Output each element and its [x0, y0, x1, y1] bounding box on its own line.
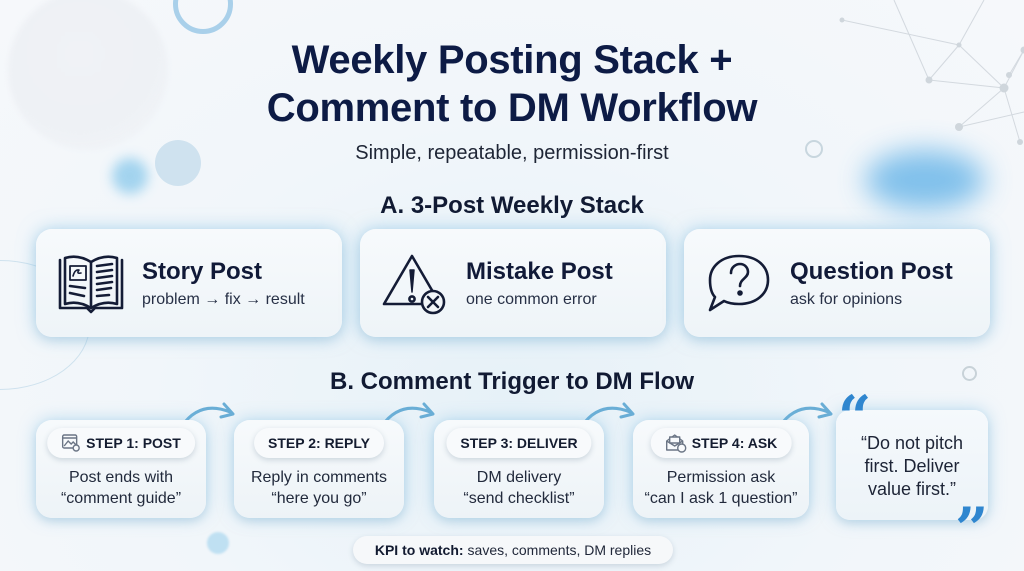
open-book-icon [58, 255, 124, 314]
step-line-2: “send checklist” [463, 490, 575, 507]
close-quote-icon: ” [955, 495, 989, 563]
decorative-ring [173, 0, 233, 34]
card-title: Question Post [790, 258, 953, 285]
step-3-card: STEP 3: DELIVER DM delivery “send checkl… [434, 420, 604, 518]
quote-line-2: first. Deliver [864, 456, 960, 476]
kpi-value: saves, comments, DM replies [467, 542, 652, 558]
step-label: STEP 2: REPLY [268, 435, 370, 451]
step-line-1: Post ends with [68, 469, 174, 486]
title-line-1: Weekly Posting Stack + [291, 38, 733, 82]
quote-line-3: value first.” [867, 479, 957, 499]
kpi-label: KPI to watch: [374, 542, 464, 558]
section-a-heading: A. 3-Post Weekly Stack [380, 192, 644, 219]
step-label: STEP 4: ASK [691, 435, 778, 451]
quote-line-1: “Do not pitch [860, 433, 964, 453]
title-line-2: Comment to DM Workflow [266, 86, 758, 130]
page-title: Weekly Posting Stack + Comment to DM Wor… [0, 36, 1024, 132]
mistake-post-card: Mistake Post one common error [360, 229, 666, 337]
page-subtitle: Simple, repeatable, permission-first [355, 142, 669, 164]
step-1-card: STEP 1: POST Post ends with “comment gui… [36, 420, 206, 518]
step-line-1: DM delivery [476, 469, 562, 486]
step-label-pill: STEP 3: DELIVER [446, 428, 592, 458]
step-label: STEP 1: POST [86, 435, 181, 451]
story-post-card: Story Post problem → fix → result [36, 229, 342, 337]
step-label-pill: STEP 2: REPLY [254, 428, 384, 458]
step-line-2: “comment guide” [60, 490, 182, 507]
card-subtitle: one common error [466, 291, 597, 308]
warning-triangle-icon [382, 254, 446, 315]
question-bubble-icon [708, 254, 770, 312]
section-b-heading: B. Comment Trigger to DM Flow [330, 368, 694, 395]
question-post-card: Question Post ask for opinions [684, 229, 990, 337]
step-4-card: STEP 4: ASK Permission ask “can I ask 1 … [633, 420, 809, 518]
quote-card: “Do not pitch first. Deliver value first… [836, 410, 988, 520]
image-post-icon [61, 434, 80, 452]
step-line-2: “can I ask 1 question” [644, 490, 798, 507]
open-quote-icon: “ [838, 383, 872, 451]
step-line-2: “here you go” [271, 490, 367, 507]
kpi-pill: KPI to watch: saves, comments, DM replie… [353, 536, 673, 564]
step-label-pill: STEP 4: ASK [650, 428, 792, 458]
card-title: Story Post [142, 258, 263, 285]
mail-question-icon [666, 434, 687, 453]
step-line-1: Reply in comments [250, 469, 388, 486]
step-label-pill: STEP 1: POST [47, 428, 195, 458]
card-subtitle: ask for opinions [790, 291, 903, 308]
decorative-dot [207, 532, 229, 554]
card-subtitle: problem → fix → result [142, 291, 305, 308]
step-label: STEP 3: DELIVER [460, 435, 578, 451]
step-2-card: STEP 2: REPLY Reply in comments “here yo… [234, 420, 404, 518]
card-title: Mistake Post [466, 258, 613, 285]
step-line-1: Permission ask [666, 469, 776, 486]
